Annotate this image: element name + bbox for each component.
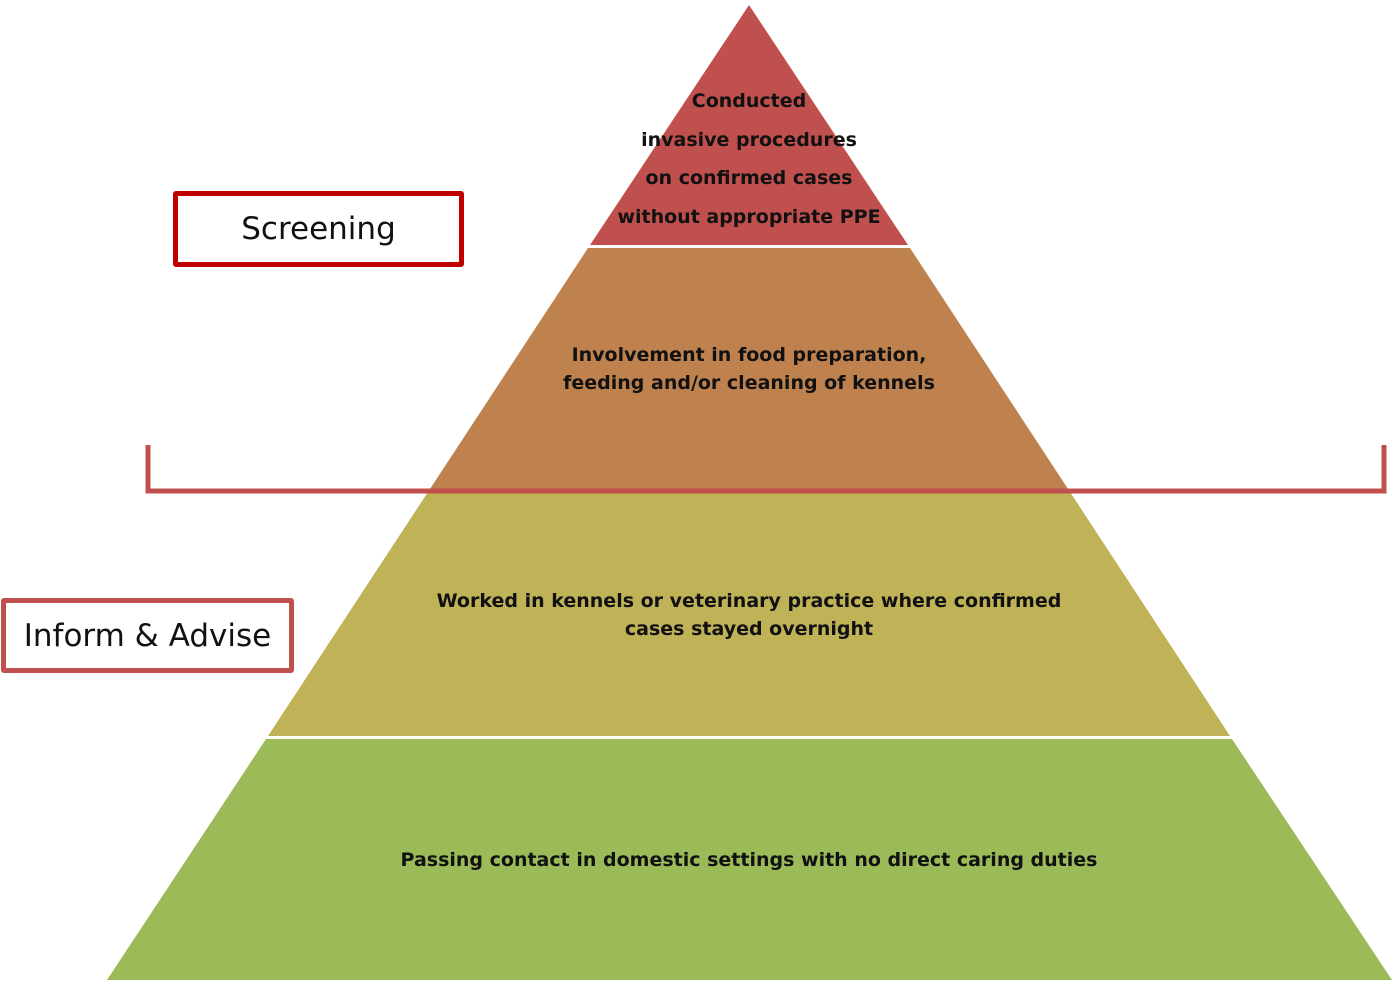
tier-3-label: Worked in kennels or veterinary practice…: [437, 587, 1062, 643]
tier-2-line: Involvement in food preparation,: [571, 344, 927, 366]
tier-2-line: feeding and/or cleaning of kennels: [563, 372, 935, 394]
tier-2-label: Involvement in food preparation, feeding…: [563, 341, 935, 397]
inform-advise-box: Inform & Advise: [1, 598, 294, 673]
tier-3: [268, 492, 1230, 736]
screening-bracket: [145, 445, 1387, 494]
tier-1-line: without appropriate PPE: [617, 205, 881, 228]
screening-label: Screening: [241, 211, 396, 247]
tier-1-line: invasive procedures: [641, 128, 857, 151]
tier-1-label: Conducted invasive procedures on confirm…: [617, 82, 880, 236]
tier-4-base: [107, 739, 1392, 980]
tier-1-line: on confirmed cases: [645, 167, 853, 189]
tier-2: [428, 248, 1070, 492]
tier-4-line: Passing contact in domestic settings wit…: [400, 849, 1098, 871]
tier-1-line: Conducted: [691, 90, 807, 112]
screening-box: Screening: [173, 191, 464, 267]
tier-3-line: Worked in kennels or veterinary practice…: [436, 590, 1062, 612]
tier-4-label: Passing contact in domestic settings wit…: [401, 846, 1098, 874]
tier-1-top: [590, 5, 908, 245]
inform-advise-label: Inform & Advise: [23, 617, 272, 654]
tier-3-line: cases stayed overnight: [624, 618, 874, 640]
